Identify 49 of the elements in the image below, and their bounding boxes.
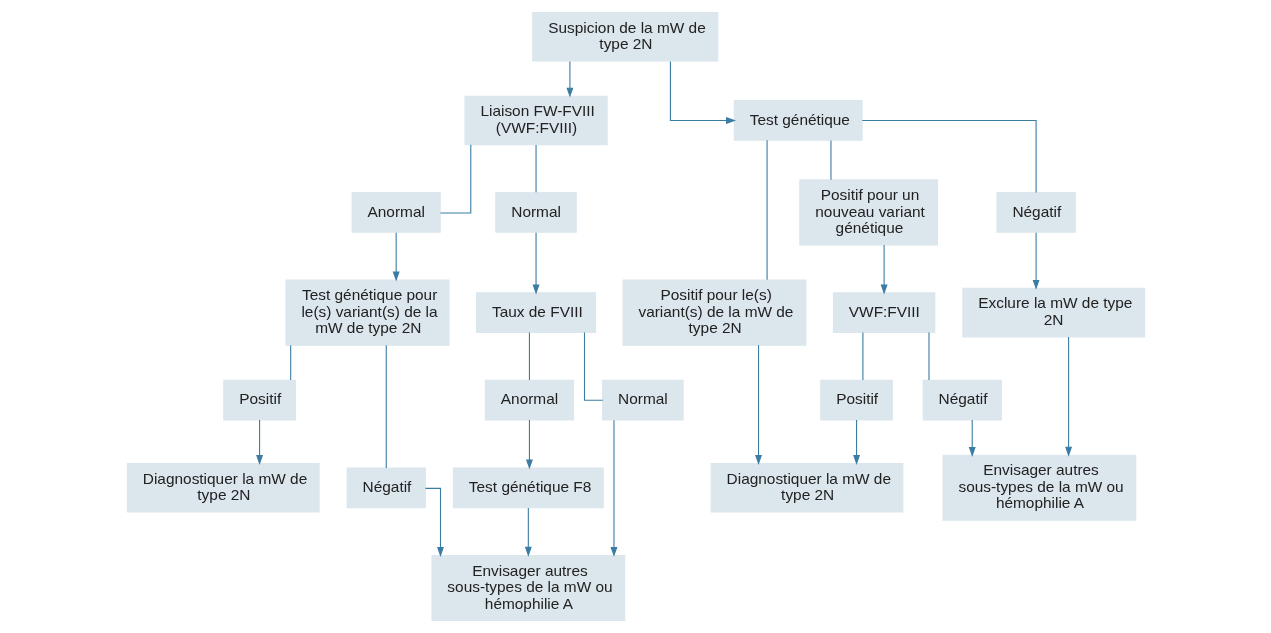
node-box: Négatif [995, 192, 1076, 233]
connector [583, 331, 603, 401]
connector [861, 119, 1037, 193]
arrow [1064, 336, 1072, 457]
node-box: Négatif [922, 379, 1002, 421]
node-box: Liaison FW-FVIII (VWF:FVIII) [463, 95, 608, 146]
arrow [565, 60, 573, 98]
node-box: Anormal [351, 192, 441, 233]
connector [766, 139, 768, 281]
connector [861, 331, 863, 381]
node-box: Envisager autres sous-types de la mW ou hémophilie A [430, 554, 625, 622]
node-box: Test génétique [733, 100, 863, 141]
arrow [392, 232, 400, 282]
connector [385, 344, 387, 469]
node-box: Exclure la mW de type 2N [961, 287, 1145, 338]
arrow [852, 419, 860, 465]
node-box: Envisager autres sous-types de la mW ou hémophilie A [942, 454, 1136, 521]
node-box: Taux de FVIII [475, 292, 596, 334]
arrow [525, 419, 533, 470]
arrow [424, 487, 444, 558]
node-box: Positif [222, 379, 296, 421]
arrow [610, 419, 617, 557]
arrow [524, 507, 532, 557]
node-box: Diagnostiquer la mW de type 2N [710, 463, 903, 513]
arrow [1032, 232, 1040, 290]
node-box: Normal [601, 379, 684, 421]
connector [927, 331, 930, 381]
node-box: Positif [819, 379, 893, 421]
node-box: Négatif [346, 467, 426, 509]
arrow [968, 419, 976, 457]
arrow [669, 60, 736, 124]
node-box: Test génétique pour le(s) variant(s) de la mW de type 2N [284, 279, 450, 346]
node-box: Positif pour un nouveau variant génétique [798, 179, 938, 246]
node-box: Anormal [484, 379, 574, 421]
node-box: Test génétique F8 [452, 467, 604, 509]
connector [528, 331, 530, 381]
arrow [880, 244, 888, 295]
arrow [754, 344, 762, 465]
connector [289, 344, 291, 381]
node-box: Suspicion de la mW de type 2N [531, 11, 718, 62]
connector [535, 144, 537, 193]
node-box: Diagnostiquer la mW de type 2N [126, 463, 320, 513]
node-box: VWF:FVIII [832, 292, 935, 334]
node-box: Positif pour le(s) variant(s) de la mW de type 2N [622, 279, 806, 346]
node-box: Normal [494, 192, 577, 233]
connector [439, 144, 471, 214]
arrow [532, 232, 539, 295]
connector [829, 139, 831, 181]
arrow [255, 419, 263, 465]
